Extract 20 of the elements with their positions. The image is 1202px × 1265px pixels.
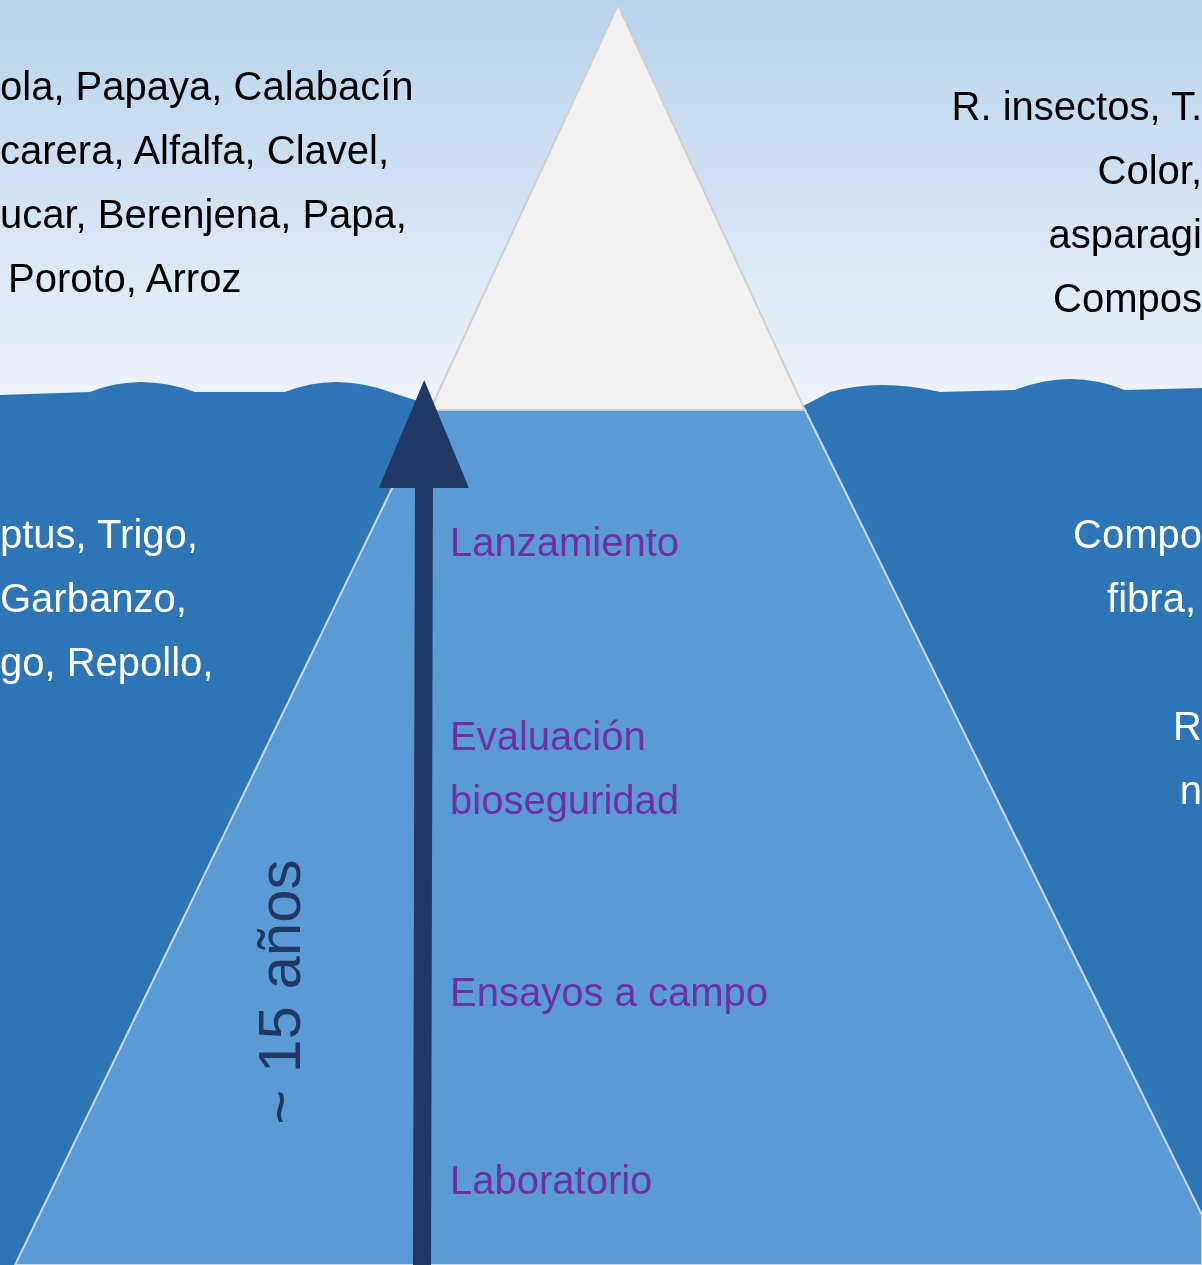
trait-list-text: Compo bbox=[1073, 511, 1202, 558]
trait-list-text: n bbox=[1179, 767, 1202, 814]
crop-list-text: go, Repollo, bbox=[0, 639, 214, 686]
stage-label: Ensayos a campo bbox=[450, 969, 768, 1016]
stage-label: Lanzamiento bbox=[450, 519, 680, 566]
trait-list-text: R. insectos, T. bbox=[951, 83, 1202, 130]
trait-list-text: asparagi bbox=[1048, 211, 1202, 258]
trait-list-text: Compos bbox=[1053, 275, 1202, 322]
crop-list-text: Garbanzo, bbox=[0, 575, 187, 622]
duration-label: ~ 15 años bbox=[248, 858, 312, 1127]
trait-list-text: fibra, bbox=[1107, 575, 1196, 622]
trait-list-text: R bbox=[1173, 703, 1202, 750]
stage-label: Laboratorio bbox=[450, 1157, 653, 1204]
crop-list-text: ptus, Trigo, bbox=[0, 511, 198, 558]
stage-label: Evaluación bioseguridad bbox=[450, 713, 681, 824]
crop-list-text: carera, Alfalfa, Clavel, bbox=[0, 127, 390, 174]
trait-list-text: Color, bbox=[1097, 147, 1202, 194]
crop-list-text: ucar, Berenjena, Papa, bbox=[0, 191, 407, 238]
crop-list-text: Poroto, Arroz bbox=[8, 255, 242, 302]
crop-list-text: ola, Papaya, Calabacín bbox=[0, 63, 414, 110]
